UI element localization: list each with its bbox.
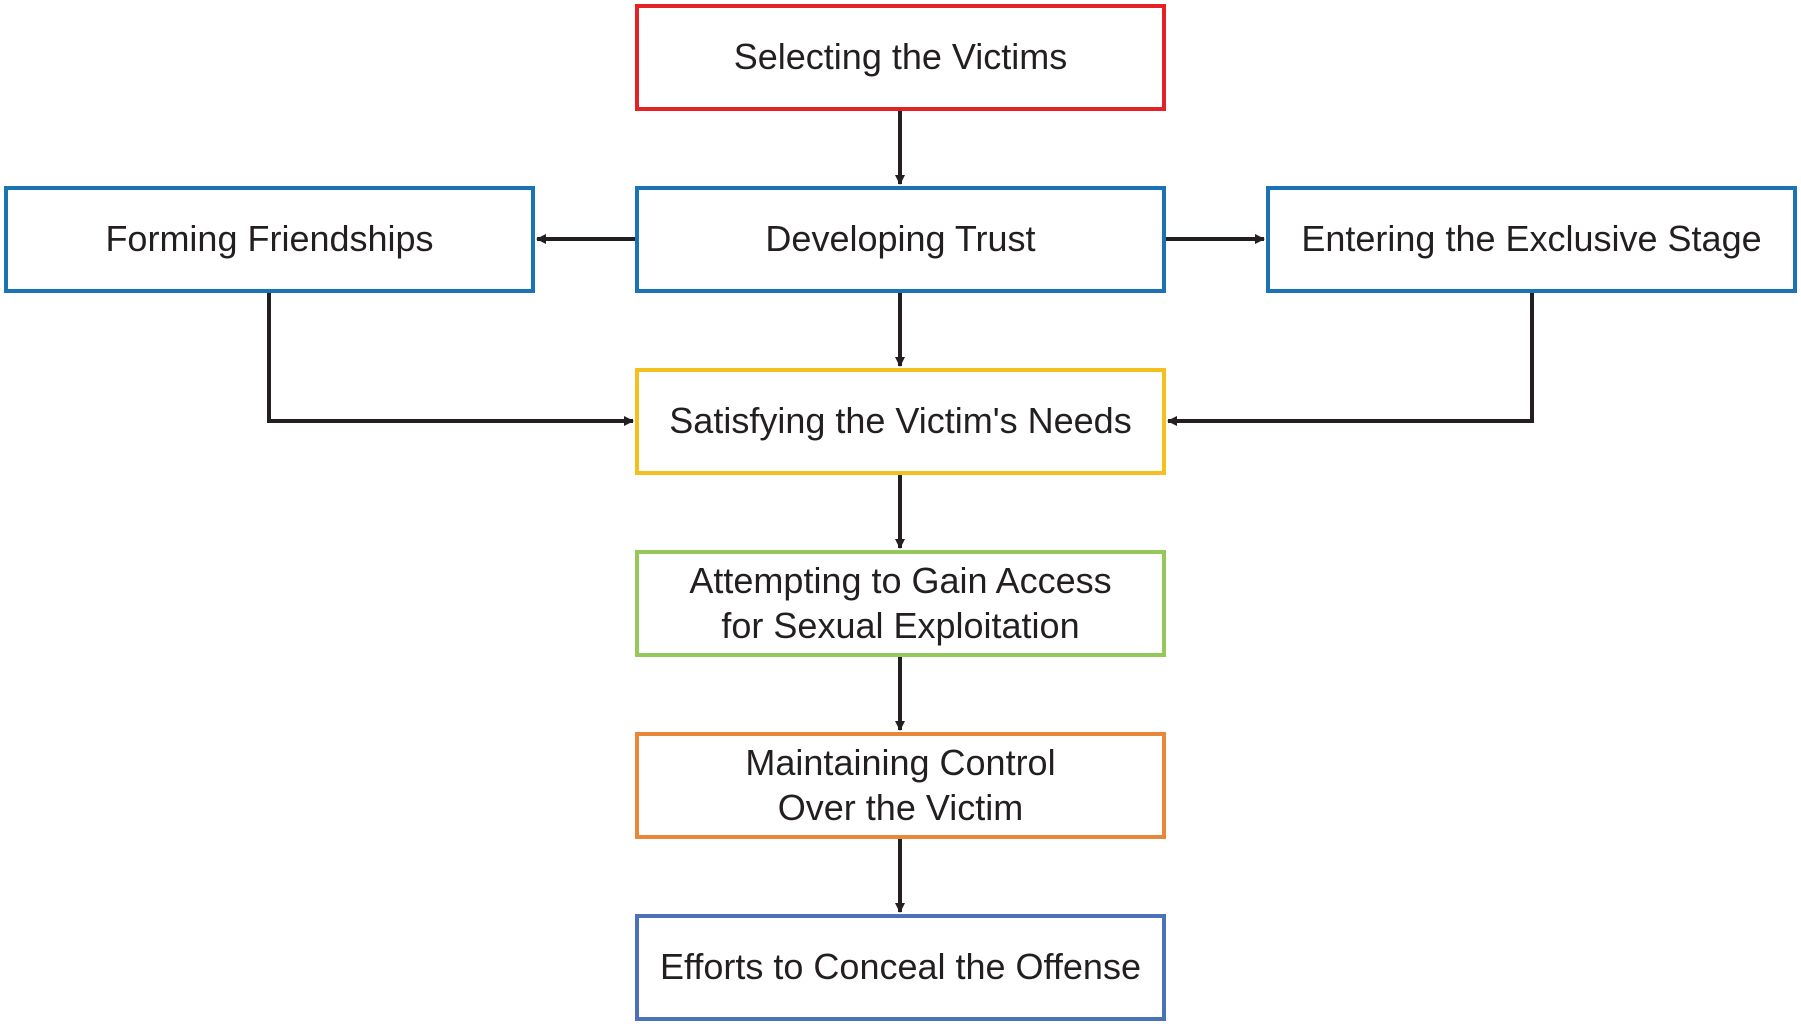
node-efforts-to-conceal-the-offense: Efforts to Conceal the Offense <box>635 914 1166 1021</box>
node-satisfying-the-victims-needs: Satisfying the Victim's Needs <box>635 368 1166 475</box>
node-label: Attempting to Gain Access for Sexual Exp… <box>689 559 1112 646</box>
node-label: Efforts to Conceal the Offense <box>660 946 1141 988</box>
node-developing-trust: Developing Trust <box>635 186 1166 293</box>
connector-arrow <box>267 293 634 426</box>
node-attempting-to-gain-access: Attempting to Gain Access for Sexual Exp… <box>635 550 1166 657</box>
node-entering-the-exclusive-stage: Entering the Exclusive Stage <box>1266 186 1797 293</box>
node-forming-friendships: Forming Friendships <box>4 186 535 293</box>
node-maintaining-control: Maintaining Control Over the Victim <box>635 732 1166 839</box>
node-label: Developing Trust <box>765 218 1036 260</box>
node-selecting-the-victims: Selecting the Victims <box>635 4 1166 111</box>
node-label: Entering the Exclusive Stage <box>1301 218 1762 260</box>
node-label: Selecting the Victims <box>733 36 1068 78</box>
node-label: Forming Friendships <box>105 218 434 260</box>
node-label: Maintaining Control Over the Victim <box>745 741 1056 828</box>
connector-arrow <box>1167 293 1534 426</box>
node-label: Satisfying the Victim's Needs <box>669 400 1132 442</box>
